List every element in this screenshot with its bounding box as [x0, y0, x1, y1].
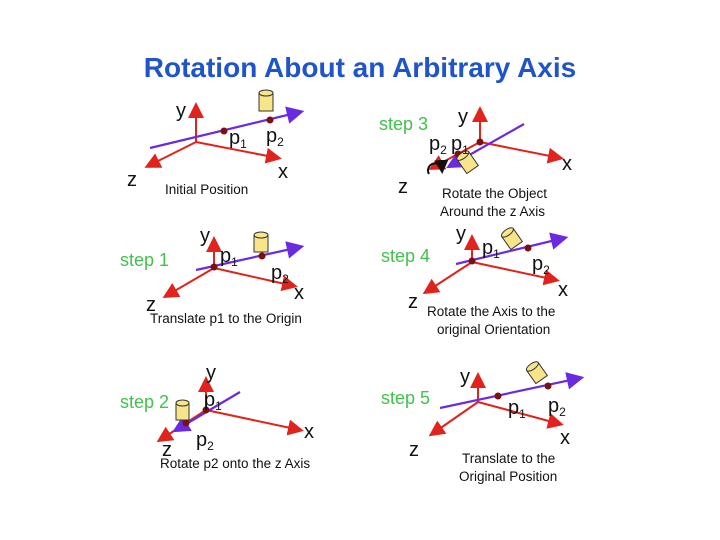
- caption-line-2: original Orientation: [437, 322, 550, 337]
- panel-step-5: step 5 y x z p1 p2 Translate to the Orig…: [381, 361, 585, 484]
- point-label-p1: p1: [482, 237, 500, 261]
- rotation-axis: [439, 372, 585, 410]
- point-p2: [524, 244, 532, 252]
- caption-line-1: Rotate the Object: [442, 186, 547, 201]
- axis-label-y: y: [176, 100, 186, 122]
- rotation-arrow-icon: [427, 159, 449, 175]
- caption-line-1: Translate to the: [462, 451, 555, 466]
- point-label-p1: p1: [508, 397, 526, 421]
- x-axis: [205, 409, 304, 436]
- step-label: step 4: [381, 246, 430, 266]
- axis-label-x: x: [560, 427, 570, 449]
- axis-label-z: z: [146, 294, 156, 316]
- point-label-p2: p2: [429, 133, 447, 157]
- point-label-p2: p2: [271, 262, 289, 286]
- point-p2: [182, 419, 190, 427]
- axis-label-x: x: [294, 282, 304, 304]
- point-p1: [476, 138, 484, 146]
- caption: Translate p1 to the Origin: [150, 311, 302, 326]
- point-p1: [494, 392, 502, 400]
- axis-label-x: x: [562, 153, 572, 175]
- axis-label-x: x: [278, 161, 288, 183]
- point-label-p1: p1: [204, 389, 222, 413]
- point-p1: [210, 263, 218, 271]
- caption: Initial Position: [165, 182, 248, 197]
- object-cylinder: [525, 361, 549, 385]
- x-axis: [477, 401, 564, 429]
- axis-label-y: y: [460, 366, 470, 388]
- axis-label-x: x: [558, 279, 568, 301]
- object-cylinder: [258, 89, 274, 112]
- x-axis: [471, 261, 560, 286]
- point-label-p2: p2: [196, 429, 214, 453]
- object-cylinder: [175, 399, 190, 421]
- point-p2: [258, 252, 266, 260]
- object-cylinder: [253, 231, 269, 253]
- axis-label-z: z: [398, 176, 408, 198]
- axis-label-y: y: [200, 225, 210, 247]
- caption-line-2: Around the z Axis: [440, 204, 545, 219]
- panel-step-1: step 1 y x z p1 p2 Translate p1 to the O…: [120, 225, 305, 326]
- point-label-p1: p1: [220, 245, 238, 269]
- axis-label-z: z: [408, 291, 418, 313]
- step-label: step 1: [120, 250, 169, 270]
- caption-line-1: Rotate the Axis to the: [427, 304, 555, 319]
- x-axis: [213, 267, 298, 292]
- panel-step-2: step 2 y x z p1 p2 Rotate p2 onto the z …: [120, 362, 314, 471]
- point-p1: [220, 127, 228, 135]
- panel-step-4: step 4 y x z p1 p2 Rotate the Axis to th…: [381, 223, 569, 337]
- step-label: step 3: [379, 114, 428, 134]
- z-axis: [162, 267, 215, 299]
- point-label-p2: p2: [266, 125, 284, 149]
- object-cylinder: [456, 150, 480, 175]
- axis-label-y: y: [456, 223, 466, 245]
- point-p1: [202, 406, 210, 414]
- axis-label-z: z: [127, 169, 137, 191]
- x-axis: [479, 141, 564, 164]
- z-axis: [144, 141, 197, 168]
- step-label: step 2: [120, 392, 169, 412]
- panel-initial: y x z p1 p2 Initial Position: [127, 89, 305, 197]
- point-label-p2: p2: [532, 253, 550, 277]
- caption-line-2: Original Position: [459, 469, 557, 484]
- step-label: step 5: [381, 388, 430, 408]
- z-axis: [422, 261, 473, 295]
- panel-step-3: step 3 y x z p2 p1 Rotate the Object Aro…: [379, 106, 572, 219]
- point-label-p1: p1: [451, 133, 469, 157]
- axis-label-z: z: [162, 439, 172, 461]
- axis-label-x: x: [304, 421, 314, 443]
- caption: Rotate p2 onto the z Axis: [160, 456, 310, 471]
- x-axis: [195, 141, 282, 164]
- point-p2: [266, 116, 274, 124]
- page-title: Rotation About an Arbitrary Axis: [143, 52, 577, 83]
- point-p2: [544, 382, 552, 390]
- axis-label-y: y: [458, 106, 468, 128]
- point-p1: [468, 257, 476, 265]
- object-cylinder: [500, 227, 524, 251]
- axis-label-z: z: [409, 439, 419, 461]
- z-axis: [428, 401, 479, 437]
- point-label-p2: p2: [548, 395, 566, 419]
- axis-label-y: y: [206, 362, 216, 384]
- point-label-p1: p1: [229, 127, 247, 151]
